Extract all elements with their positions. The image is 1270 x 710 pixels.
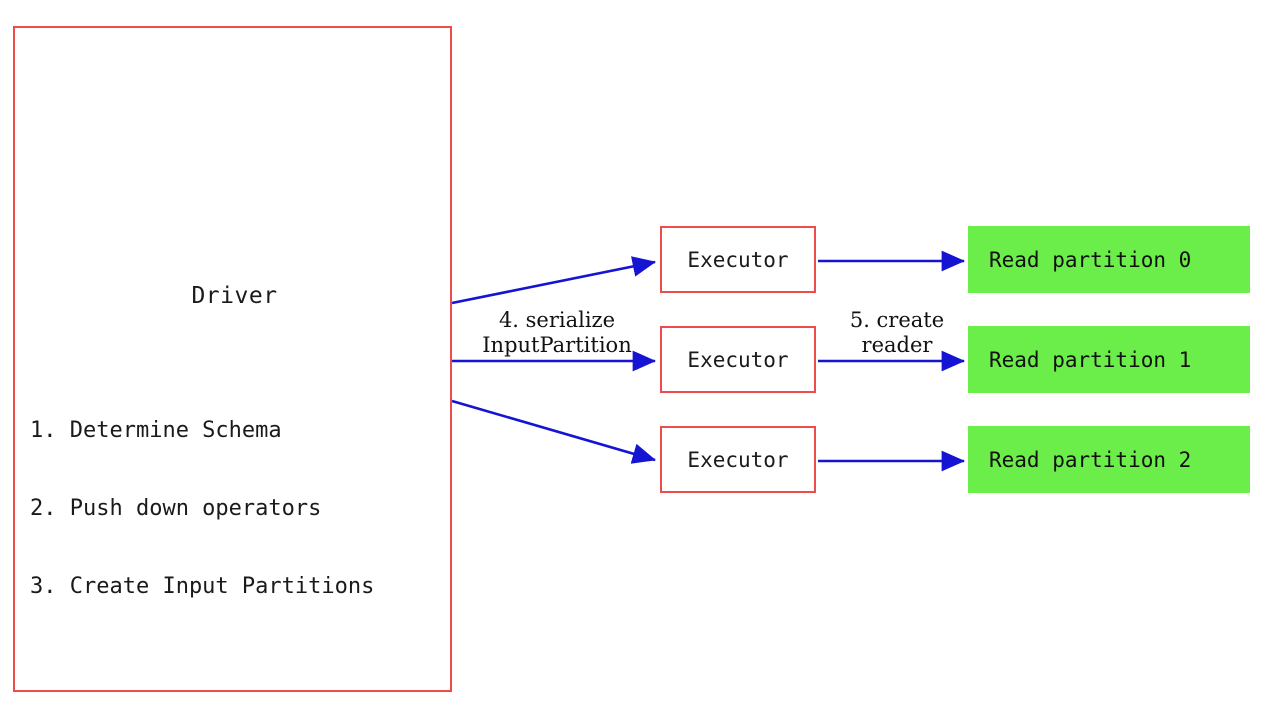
- partition-label-0: Read partition 0: [989, 247, 1192, 272]
- executor-label-3: Executor: [687, 447, 789, 472]
- executor-box-3: Executor: [660, 426, 816, 493]
- partition-label-1: Read partition 1: [989, 347, 1192, 372]
- driver-step-list: 1. Determine Schema 2. Push down operato…: [30, 366, 374, 652]
- partition-box-1: Read partition 1: [968, 326, 1250, 393]
- edge-label-create-reader: 5. create reader: [849, 308, 945, 357]
- edge-label-serialize: 4. serialize InputPartition: [482, 308, 632, 357]
- executor-label-1: Executor: [687, 247, 789, 272]
- arrow-driver-to-executor-3: [451, 399, 656, 464]
- driver-box: Driver 1. Determine Schema 2. Push down …: [13, 26, 452, 692]
- partition-box-2: Read partition 2: [968, 426, 1250, 493]
- arrow-driver-to-executor-1: [451, 256, 657, 305]
- partition-box-0: Read partition 0: [968, 226, 1250, 293]
- executor-box-2: Executor: [660, 326, 816, 393]
- driver-step-1: 1. Determine Schema: [30, 418, 282, 443]
- partition-label-2: Read partition 2: [989, 447, 1192, 472]
- driver-step-2: 2. Push down operators: [30, 496, 322, 521]
- driver-step-3: 3. Create Input Partitions: [30, 574, 375, 599]
- driver-title: Driver: [191, 283, 278, 309]
- executor-box-1: Executor: [660, 226, 816, 293]
- executor-label-2: Executor: [687, 347, 789, 372]
